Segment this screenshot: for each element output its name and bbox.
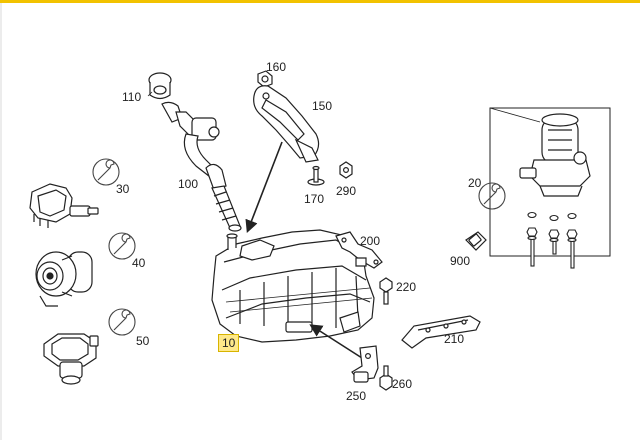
wrench-icon [108,232,136,260]
accent-bar [0,0,640,3]
part-30-sensor[interactable] [29,183,99,228]
callout-150[interactable]: 150 [312,99,333,113]
part-110-cap[interactable] [148,72,172,100]
part-250-mount[interactable] [351,345,379,383]
part-290-nut[interactable] [339,161,353,179]
callout-210[interactable]: 210 [444,332,465,346]
part-160-nut[interactable] [257,70,273,88]
wrench-icon [478,182,506,210]
callout-20[interactable]: 20 [468,176,482,190]
wrench-icon [108,308,136,336]
part-150-bracket[interactable] [253,85,320,163]
callout-40[interactable]: 40 [132,256,146,270]
callout-170[interactable]: 170 [304,192,325,206]
callout-10[interactable]: 10 [218,334,240,352]
part-220-bolt[interactable] [379,277,393,305]
callout-260[interactable]: 260 [392,377,413,391]
part-900-connector[interactable] [465,231,487,251]
callout-110[interactable]: 110 [122,90,142,104]
part-200-bracket[interactable] [335,231,383,269]
part-20-pump-module[interactable] [519,113,591,197]
frame-left-edge [0,3,2,440]
part-20-hardware [526,211,578,269]
callout-100[interactable]: 100 [178,177,199,191]
callout-290[interactable]: 290 [336,184,357,198]
part-210-rail[interactable] [401,315,481,349]
part-170-bolt[interactable] [307,165,325,186]
arrow-bracket-to-tank [245,141,283,233]
callout-160[interactable]: 160 [266,60,287,74]
callout-30[interactable]: 30 [116,182,130,196]
part-40-pump[interactable] [35,251,93,307]
part-100-filler-pipe[interactable] [161,101,242,232]
part-10-tank[interactable] [211,229,375,343]
callout-200[interactable]: 200 [360,234,381,248]
callout-900[interactable]: 900 [450,254,471,268]
part-50-actuator[interactable] [43,333,99,385]
detail-box-leader [489,107,541,123]
wrench-icon [92,158,120,186]
arrow-250-to-tank [309,324,363,359]
part-260-bolt[interactable] [379,365,393,391]
callout-220[interactable]: 220 [396,280,417,294]
callout-250[interactable]: 250 [346,389,367,403]
callout-50[interactable]: 50 [136,334,150,348]
